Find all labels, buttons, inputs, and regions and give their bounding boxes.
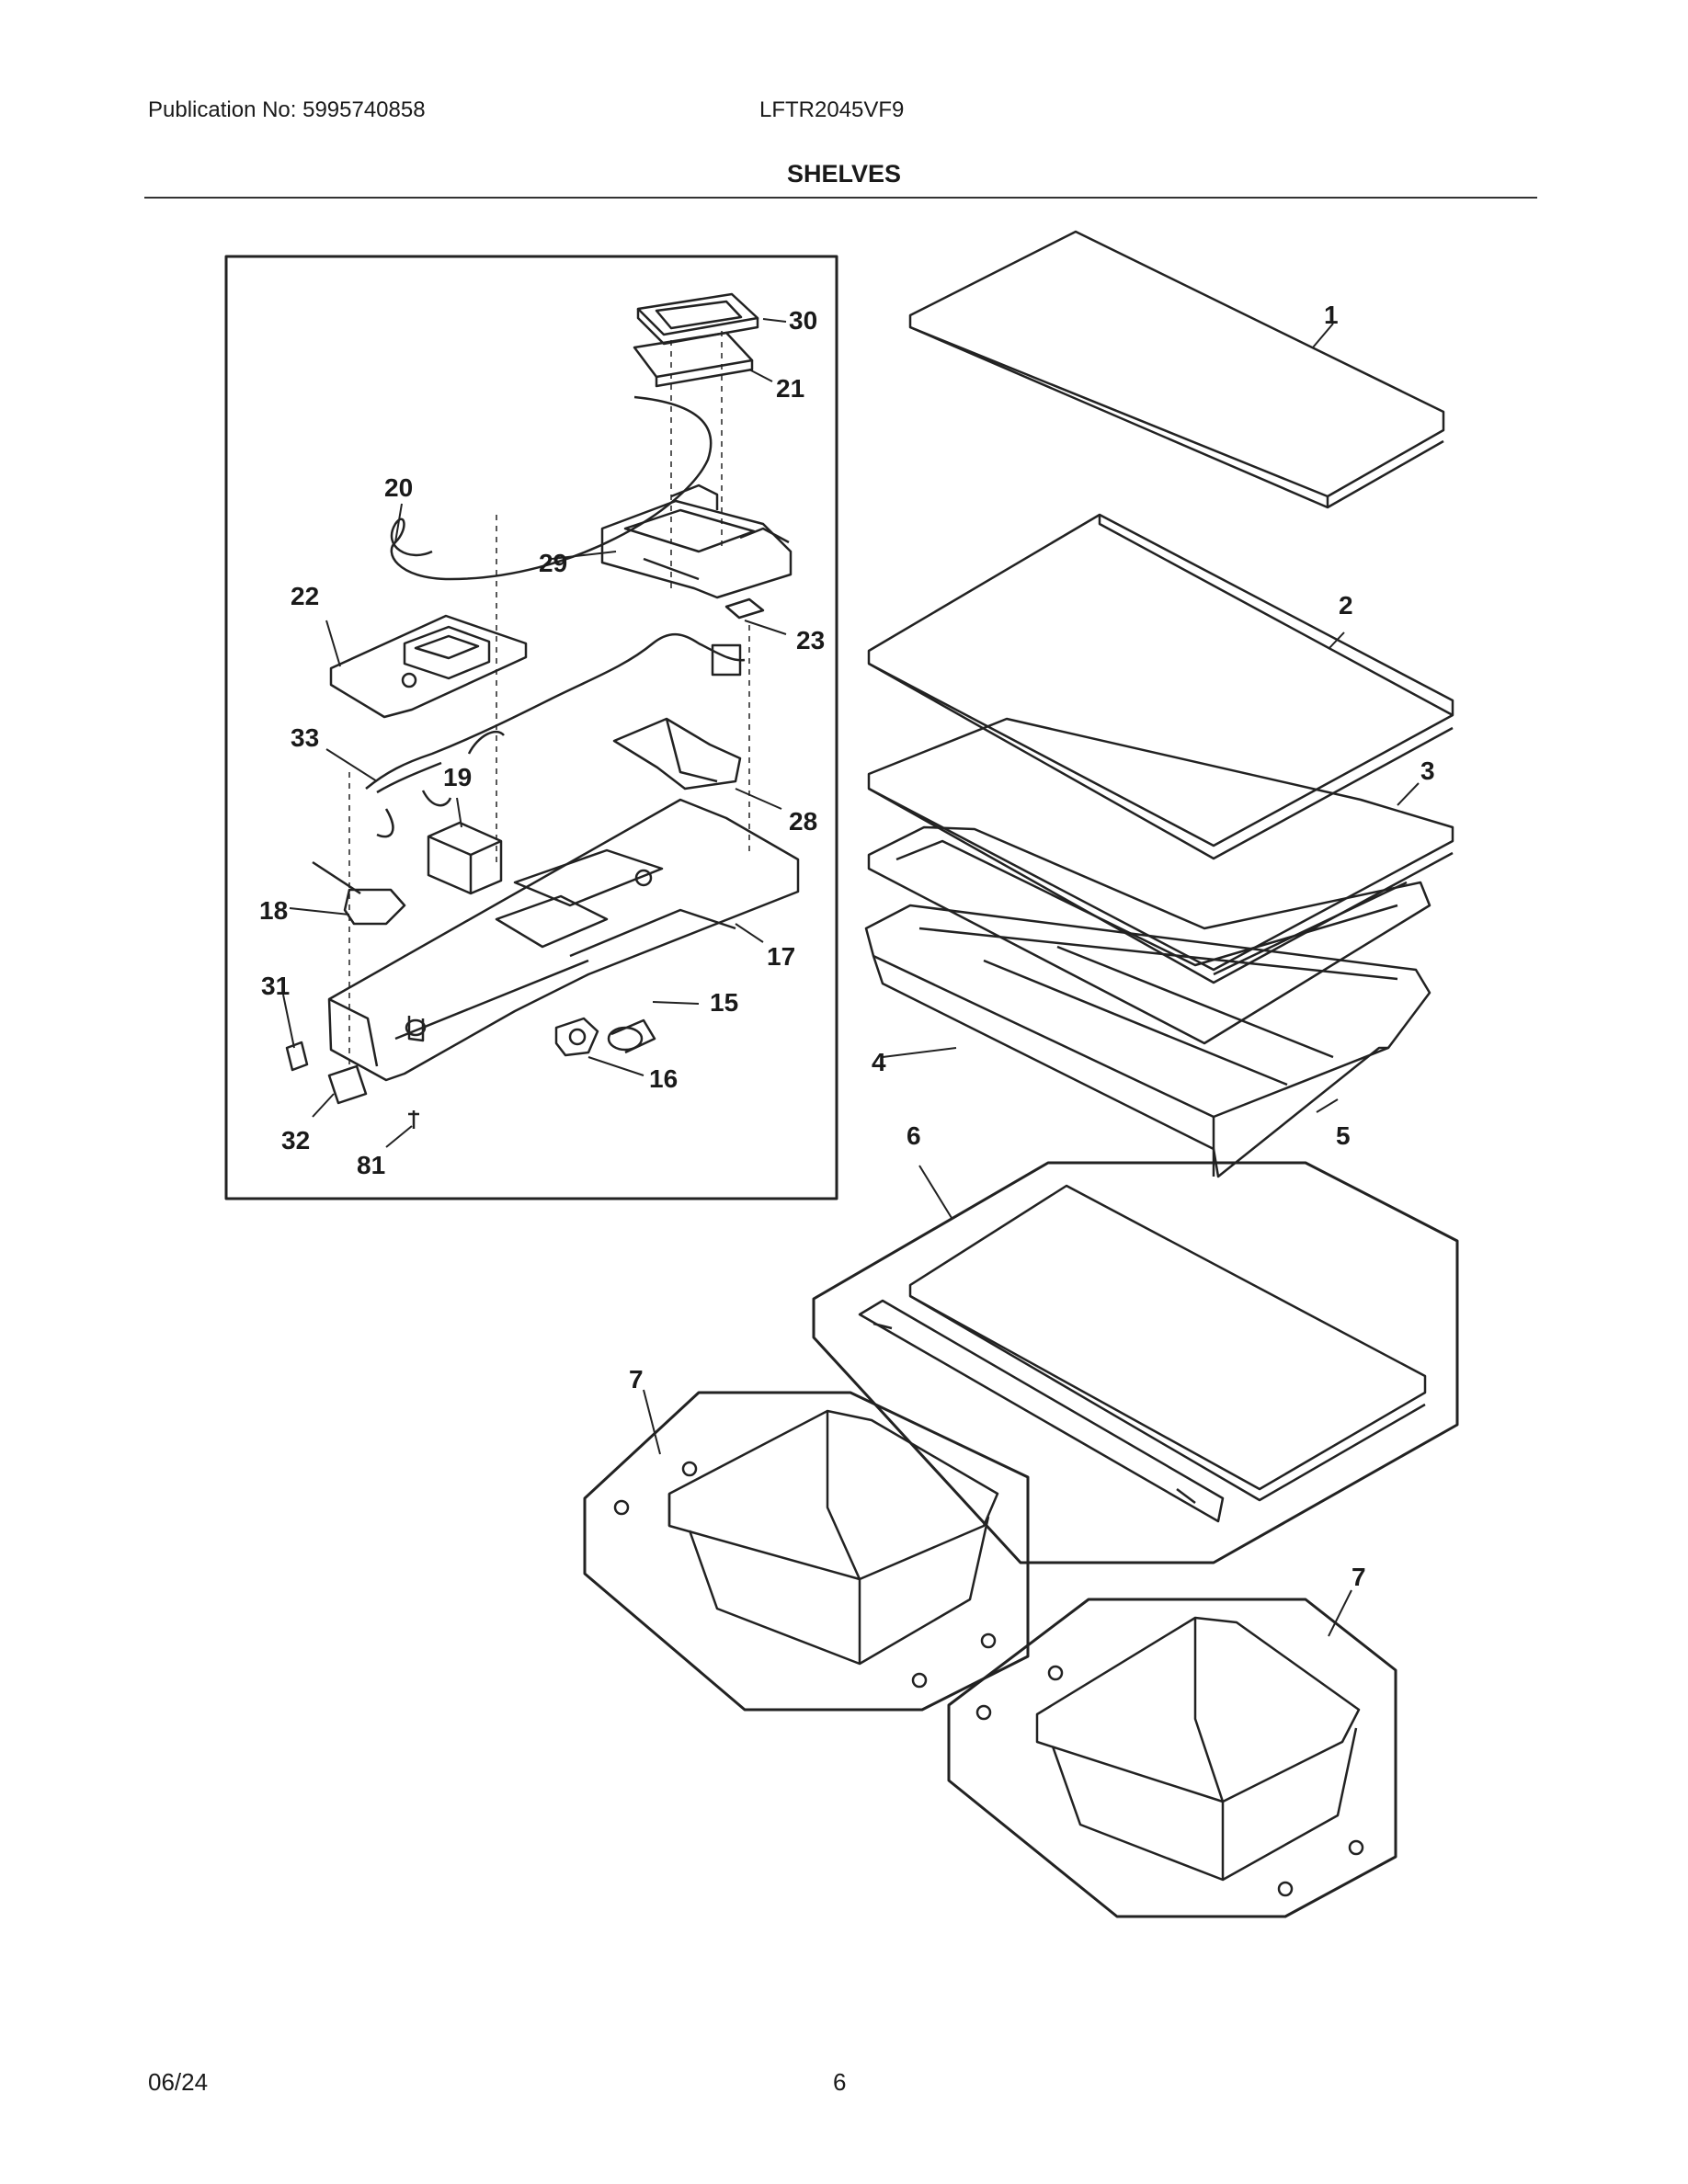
- part-31-switch: [285, 1041, 309, 1072]
- callout-33: 33: [291, 723, 319, 752]
- part-7a-callout-box: [583, 1391, 1030, 1712]
- header-rule: [144, 197, 1537, 199]
- page-title: SHELVES: [786, 160, 902, 188]
- callout-7b: 7: [1352, 1563, 1366, 1591]
- callout-22: 22: [291, 582, 319, 610]
- part-7b-drawer: [975, 1616, 1364, 1897]
- part-7b-callout-box: [947, 1598, 1397, 1918]
- part-5-bin: [864, 904, 1431, 1178]
- callout-18: 18: [259, 896, 288, 925]
- callout-21: 21: [776, 374, 804, 403]
- callout-15: 15: [710, 988, 738, 1017]
- part-16-valve: [554, 1017, 599, 1057]
- callout-6: 6: [907, 1121, 921, 1150]
- callout-5: 5: [1336, 1121, 1351, 1150]
- inset-box-dispenser: [224, 255, 838, 1200]
- part-18-switch: [312, 860, 406, 926]
- callout-4: 4: [872, 1048, 886, 1076]
- part-29-housing: [600, 483, 793, 599]
- part-33-harness: [365, 633, 746, 838]
- part-1-shelf: [908, 230, 1445, 509]
- part-17-housing: [327, 798, 800, 1082]
- callout-7a: 7: [629, 1365, 644, 1393]
- model-number: LFTR2045VF9: [759, 97, 905, 122]
- part-7a-drawer: [613, 1409, 999, 1689]
- part-6-callout-box: [812, 1161, 1459, 1564]
- callout-30: 30: [789, 306, 817, 335]
- callout-20: 20: [384, 473, 413, 502]
- callout-32: 32: [281, 1126, 310, 1155]
- callout-16: 16: [649, 1064, 678, 1093]
- part-32-rocker: [327, 1064, 368, 1105]
- callout-81: 81: [357, 1151, 385, 1179]
- part-6-shelf: [858, 1184, 1427, 1523]
- leader-lines: [282, 318, 1420, 1637]
- footer-date: 06/24: [148, 2068, 209, 2096]
- callout-23: 23: [796, 626, 825, 654]
- part-23-clip: [724, 597, 765, 620]
- callout-1: 1: [1324, 301, 1339, 329]
- callout-28: 28: [789, 807, 817, 836]
- callout-2: 2: [1339, 591, 1353, 620]
- part-4-frame: [867, 825, 1431, 1045]
- part-19-damper: [427, 821, 503, 895]
- inset-alignment-lines: [348, 331, 750, 1066]
- callout-3: 3: [1420, 756, 1435, 785]
- publication-number: Publication No: 5995740858: [148, 97, 426, 122]
- page-number: 6: [833, 2068, 847, 2096]
- callout-labels: 1 2 3 4 5 6 7 7 30 21 20 29 22 23 33 19 …: [259, 301, 1435, 1591]
- part-81-screw: [408, 1110, 419, 1129]
- callout-17: 17: [767, 942, 795, 971]
- part-15-fitting: [607, 1018, 656, 1054]
- part-22-cover: [329, 614, 528, 719]
- callout-31: 31: [261, 972, 290, 1000]
- part-28-chute: [612, 717, 742, 791]
- callout-19: 19: [443, 763, 472, 791]
- part-20-tube: [390, 395, 713, 581]
- part-2-shelf: [867, 513, 1454, 860]
- callout-29: 29: [539, 549, 567, 577]
- part-21-bracket: [633, 331, 754, 388]
- part-3-shelf: [867, 717, 1454, 984]
